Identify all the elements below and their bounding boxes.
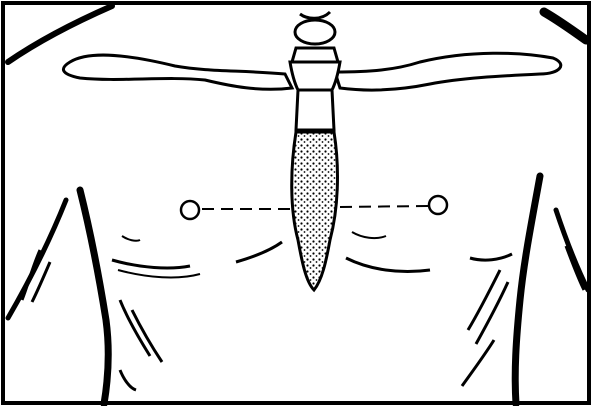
- right-arm-contour: [556, 210, 588, 290]
- right-arm-hatch-1: [566, 246, 584, 290]
- left-torso-outline: [80, 190, 108, 404]
- left-rib-hatch-3: [120, 370, 136, 390]
- manubrium: [290, 62, 340, 90]
- right-rib-hatch-3: [462, 340, 494, 386]
- sternum-stippled-body: [292, 132, 338, 290]
- left-pectoral-lower-2: [118, 270, 200, 277]
- nipple-line-right: [340, 206, 428, 207]
- right-neck-contour: [544, 12, 586, 40]
- right-clavicle: [335, 53, 561, 90]
- left-pectoral-inner: [236, 242, 282, 262]
- left-chest-mark: [122, 236, 140, 241]
- left-nipple: [181, 201, 199, 219]
- right-pectoral-outer: [470, 254, 512, 260]
- right-nipple: [429, 196, 447, 214]
- sternum-top-segment: [295, 20, 335, 44]
- right-pectoral-lower-1: [346, 258, 430, 272]
- left-rib-hatch-1: [120, 300, 150, 356]
- sternum-segment-2: [292, 48, 338, 62]
- left-clavicle: [63, 55, 292, 89]
- left-neck-contour: [8, 6, 112, 62]
- jugular-notch: [300, 12, 330, 18]
- left-pectoral-lower-1: [112, 260, 190, 268]
- right-rib-hatch-1: [468, 270, 500, 330]
- right-chest-mark: [352, 232, 386, 238]
- right-rib-hatch-2: [476, 282, 508, 344]
- right-torso-outline: [515, 176, 540, 404]
- sternum-body-upper: [296, 90, 334, 130]
